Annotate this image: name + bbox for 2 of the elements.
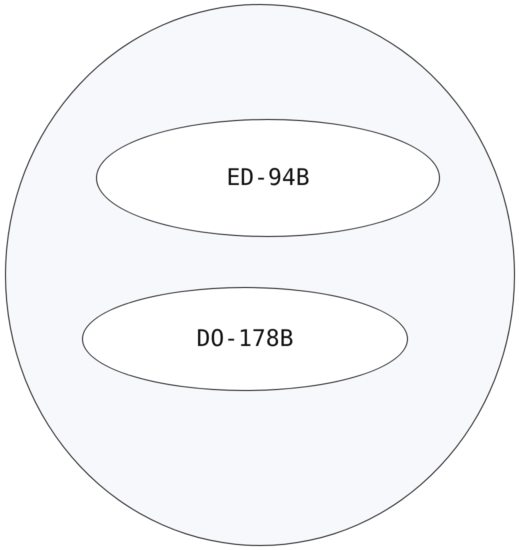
standard-label: DO-178B (196, 326, 294, 352)
standard-label: ED-94B (226, 165, 310, 191)
